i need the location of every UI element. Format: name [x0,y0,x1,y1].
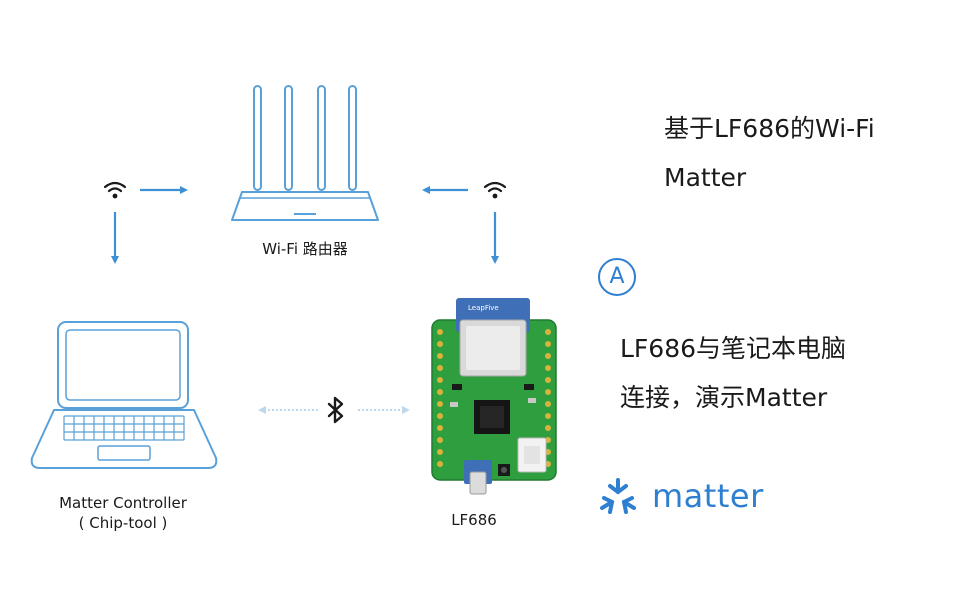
panel-title-line1: 基于LF686的Wi-Fi [664,114,875,143]
board-label: LF686 [451,511,497,529]
panel-desc-line2: 连接，演示Matter [620,383,828,412]
matter-logo-text: matter [652,477,764,515]
wifi-icon [483,181,507,199]
panel-title-line2: Matter [664,163,747,192]
matter-logo-icon [600,478,636,514]
wifi-icon [103,181,127,199]
laptop-icon [30,321,218,469]
bluetooth-icon [327,396,344,424]
router-label: Wi-Fi 路由器 [262,240,348,258]
step-marker: A [598,258,636,296]
board-brand-label: LeapFive [468,304,499,312]
laptop-label: Matter Controller [59,494,187,512]
panel-desc-line1: LF686与笔记本电脑 [620,334,847,363]
laptop-sublabel: ( Chip-tool ) [78,514,168,532]
lf686-board [431,298,557,495]
router-icon [231,85,379,221]
